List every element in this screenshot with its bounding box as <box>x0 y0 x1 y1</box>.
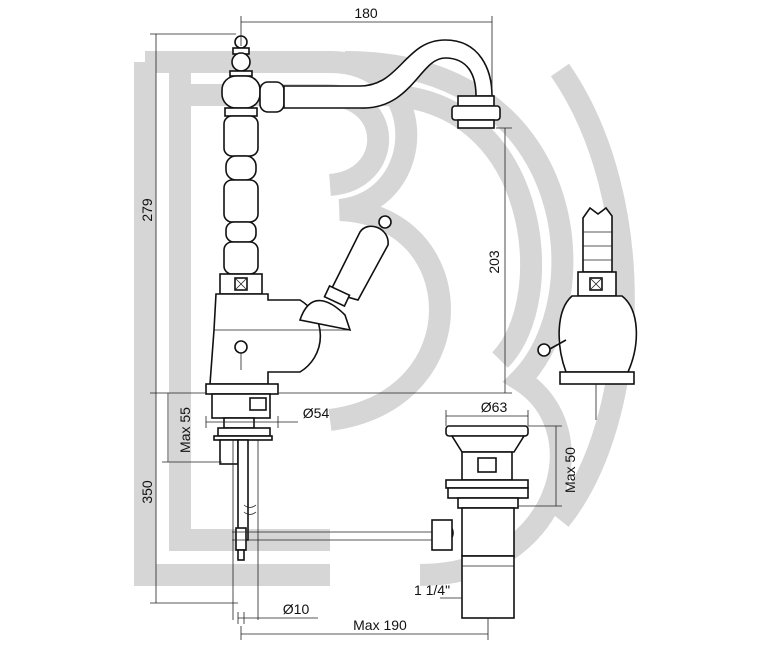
dim-overall-height: 279 <box>139 198 155 222</box>
dim-waste-thread: 1 1/4" <box>414 582 450 598</box>
dim-spout-reach: 180 <box>354 5 378 21</box>
dim-max-deck-thickness: Max 55 <box>177 407 193 453</box>
popup-waste <box>431 425 529 619</box>
dim-base-diameter: Ø54 <box>303 405 330 421</box>
faucet-body <box>205 35 440 620</box>
dim-spout-height: 203 <box>486 250 502 274</box>
dim-total-height: 350 <box>139 480 155 504</box>
dim-pull-rod-reach: Max 190 <box>353 617 407 633</box>
dim-pipe-diameter: Ø10 <box>283 601 310 617</box>
dim-waste-max-height: Max 50 <box>562 447 578 493</box>
lever-handle <box>298 215 392 332</box>
dim-waste-diameter: Ø63 <box>481 399 508 415</box>
dimension-annotations: 180 279 203 Max 55 Ø54 350 Ø63 Max 50 1 … <box>139 5 578 640</box>
faucet-side-view <box>537 206 638 420</box>
